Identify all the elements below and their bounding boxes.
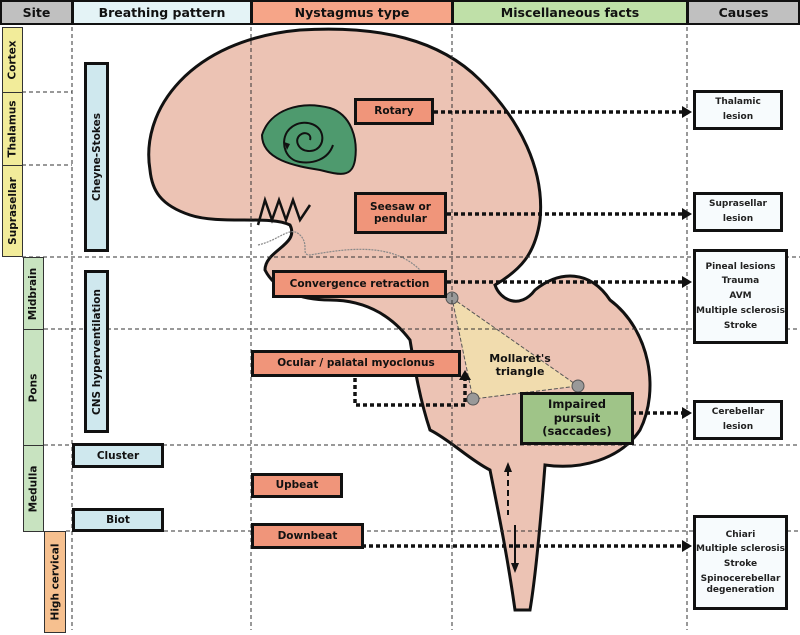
cause-label: Stroke	[723, 559, 758, 570]
cause-label: Trauma	[721, 276, 760, 287]
nystagmus-ocular-palatal-myoclonus: Ocular / palatal myoclonus	[251, 350, 461, 377]
header-miscellaneous-facts: Miscellaneous facts	[452, 0, 688, 25]
spiral-arrow-icon	[284, 142, 290, 150]
cause-label: AVM	[729, 291, 752, 302]
impaired-pursuit-box: Impaired pursuit (saccades)	[520, 392, 634, 445]
breathing-cluster: Cluster	[72, 443, 164, 468]
misc-label: Mollaret's	[489, 352, 551, 365]
misc-label: pursuit	[553, 410, 601, 425]
cause-label: Stroke	[723, 320, 758, 331]
site-medulla: Medulla	[23, 445, 44, 532]
site-high-cervical: High cervical	[44, 531, 66, 633]
breathing-label: CNS hyperventilation	[90, 288, 103, 415]
header-breathing-pattern: Breathing pattern	[72, 0, 252, 25]
nystagmus-rotary: Rotary	[354, 98, 434, 125]
cause-label: Chiari	[725, 529, 756, 540]
misc-label: triangle	[495, 365, 545, 379]
arrowheads	[459, 106, 692, 552]
cause-cervical-list: Chiari Multiple sclerosis Stroke Spinoce…	[693, 515, 788, 610]
cause-cerebellar-lesion: Cerebellar lesion	[693, 400, 783, 440]
header-site: Site	[0, 0, 73, 25]
row-dividers	[22, 91, 800, 532]
site-thalamus: Thalamus	[2, 92, 23, 166]
site-label: Cortex	[6, 40, 19, 80]
nystagmus-upbeat: Upbeat	[251, 473, 343, 498]
up-arrow-icon	[504, 462, 512, 472]
breathing-cns-hyperventilation: CNS hyperventilation	[84, 270, 109, 433]
breathing-biot: Biot	[72, 508, 164, 532]
misc-label: (saccades)	[542, 424, 612, 439]
cause-arrows	[353, 110, 682, 548]
cause-midbrain-list: Pineal lesions Trauma AVM Multiple scler…	[693, 249, 788, 344]
nystagmus-label: pendular	[374, 213, 427, 225]
spiral-rotary-icon	[283, 121, 334, 164]
site-label: Thalamus	[6, 100, 19, 158]
cause-label: Suprasellar	[709, 199, 767, 210]
site-cortex: Cortex	[2, 27, 23, 93]
cause-thalamic-lesion: Thalamic lesion	[693, 90, 783, 130]
site-label: Suprasellar	[6, 177, 19, 245]
header-causes: Causes	[687, 0, 800, 25]
site-label: Medulla	[27, 465, 40, 512]
nystagmus-convergence-retraction: Convergence retraction	[272, 270, 447, 298]
brain-outline	[147, 27, 652, 612]
cause-label: Spinocerebellar degeneration	[700, 573, 781, 595]
zigzag-seesaw-icon	[256, 195, 312, 226]
site-label: High cervical	[49, 543, 62, 621]
triangle-node	[466, 392, 480, 406]
site-label: Midbrain	[27, 267, 40, 320]
misc-label: Impaired	[548, 396, 606, 411]
cause-label: Multiple sclerosis	[696, 544, 785, 555]
triangle-node	[571, 379, 585, 393]
nystagmus-label: Seesaw or	[370, 200, 431, 213]
breathing-label: Cheyne-Stokes	[90, 113, 103, 201]
cause-label: Cerebellar	[711, 407, 765, 418]
site-label: Pons	[27, 373, 40, 402]
nystagmus-downbeat: Downbeat	[251, 523, 364, 549]
down-arrow-icon	[511, 563, 519, 573]
cause-label: lesion	[722, 112, 754, 122]
site-suprasellar: Suprasellar	[2, 165, 23, 257]
mollarets-triangle-label: Mollaret's triangle	[470, 352, 570, 378]
cause-label: lesion	[722, 214, 754, 224]
vertical-arrows	[507, 470, 516, 565]
header-nystagmus-type: Nystagmus type	[251, 0, 453, 25]
cause-suprasellar-lesion: Suprasellar lesion	[693, 192, 783, 232]
nystagmus-seesaw-pendular: Seesaw or pendular	[354, 192, 447, 234]
cause-label: Multiple sclerosis	[696, 305, 785, 316]
site-pons: Pons	[23, 329, 44, 446]
cause-label: Thalamic	[715, 97, 761, 108]
breathing-cheyne-stokes: Cheyne-Stokes	[84, 62, 109, 252]
cause-label: lesion	[722, 422, 754, 432]
cause-label: Pineal lesions	[705, 261, 776, 272]
thalamus-blob	[260, 104, 357, 175]
site-midbrain: Midbrain	[23, 257, 44, 330]
